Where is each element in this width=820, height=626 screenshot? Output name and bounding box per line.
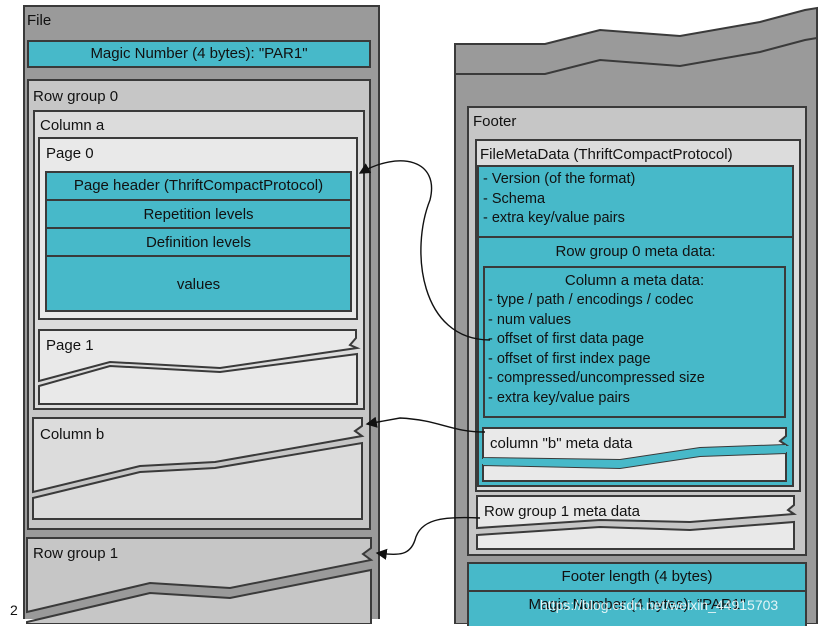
column-b-bottom-shape: [32, 441, 363, 520]
column-a-meta: [483, 266, 786, 418]
column-a-meta-item: - extra key/value pairs: [488, 389, 630, 406]
column-a-meta-item: - offset of first index page: [488, 350, 651, 367]
file-magic-number-label: Magic Number (4 bytes): "PAR1": [90, 45, 308, 62]
row-group-1-title: Row group 1: [33, 545, 119, 562]
corner-mark: 2: [10, 602, 18, 618]
column-b-title: Column b: [40, 426, 105, 443]
footer-length: [467, 562, 807, 592]
file-meta-item: - Version (of the format): [483, 171, 636, 187]
page-0-title: Page 0: [46, 145, 94, 162]
definition-levels-label: Definition levels: [145, 234, 252, 251]
watermark: https://blog.csdn.net/weixin_44915703: [540, 597, 779, 613]
repetition-levels-label: Repetition levels: [143, 206, 254, 223]
row-group-0-meta-title: Row group 0 meta data:: [555, 243, 716, 260]
row-group-1-meta-bottom-shape: [476, 520, 795, 550]
arrow-row-group-1-meta: [375, 516, 481, 560]
file-magic-number: [27, 40, 371, 68]
footer-title: Footer: [473, 113, 517, 130]
column-b-shape: [32, 417, 365, 494]
file-meta-item: - extra key/value pairs: [483, 210, 625, 226]
values-block: [45, 255, 352, 312]
file-meta-items: - Version (of the format) - Schema - ext…: [483, 170, 635, 229]
footer-file-top-edge: [455, 37, 818, 75]
page-header-label: Page header (ThriftCompactProtocol): [73, 177, 324, 194]
arrow-column-b-meta: [365, 416, 486, 433]
row-group-1-meta-label: Row group 1 meta data: [484, 503, 640, 520]
row-group-1-bottom-shape: [26, 568, 372, 624]
column-a-meta-title: Column a meta data:: [564, 272, 705, 289]
file-title: File: [27, 12, 52, 29]
column-b-meta-gap: [483, 445, 786, 468]
column-a-meta-item: - offset of first data page: [488, 331, 645, 347]
page-1-bottom-shape: [38, 352, 358, 405]
footer-length-label: Footer length (4 bytes): [561, 568, 713, 585]
column-a-title: Column a: [40, 117, 105, 134]
footer-magic-number: [467, 590, 807, 626]
row-group-1-meta-shape: [476, 495, 797, 530]
arrow-offset-first-data-page: [358, 160, 491, 341]
column-b-meta-label: column "b" meta data: [490, 435, 633, 452]
column-a-meta-item: - type / path / encodings / codec: [488, 292, 694, 308]
footer-magic-number-label: Magic Number (4 bytes): "PAR1": [528, 596, 746, 613]
file-meta-item: - Schema: [483, 190, 546, 207]
column-a-meta-items: - type / path / encodings / codec - num …: [488, 291, 705, 408]
page-1-shape: [38, 329, 361, 383]
values-label: values: [176, 276, 221, 293]
page-1-title: Page 1: [46, 337, 94, 354]
column-a-meta-item: - compressed/uncompressed size: [488, 370, 705, 386]
row-group-1-shape: [26, 537, 374, 614]
column-a-meta-item: - num values: [488, 311, 572, 328]
row-group-0-title: Row group 0: [33, 88, 119, 105]
file-meta-data-title: FileMetaData (ThriftCompactProtocol): [480, 146, 733, 163]
